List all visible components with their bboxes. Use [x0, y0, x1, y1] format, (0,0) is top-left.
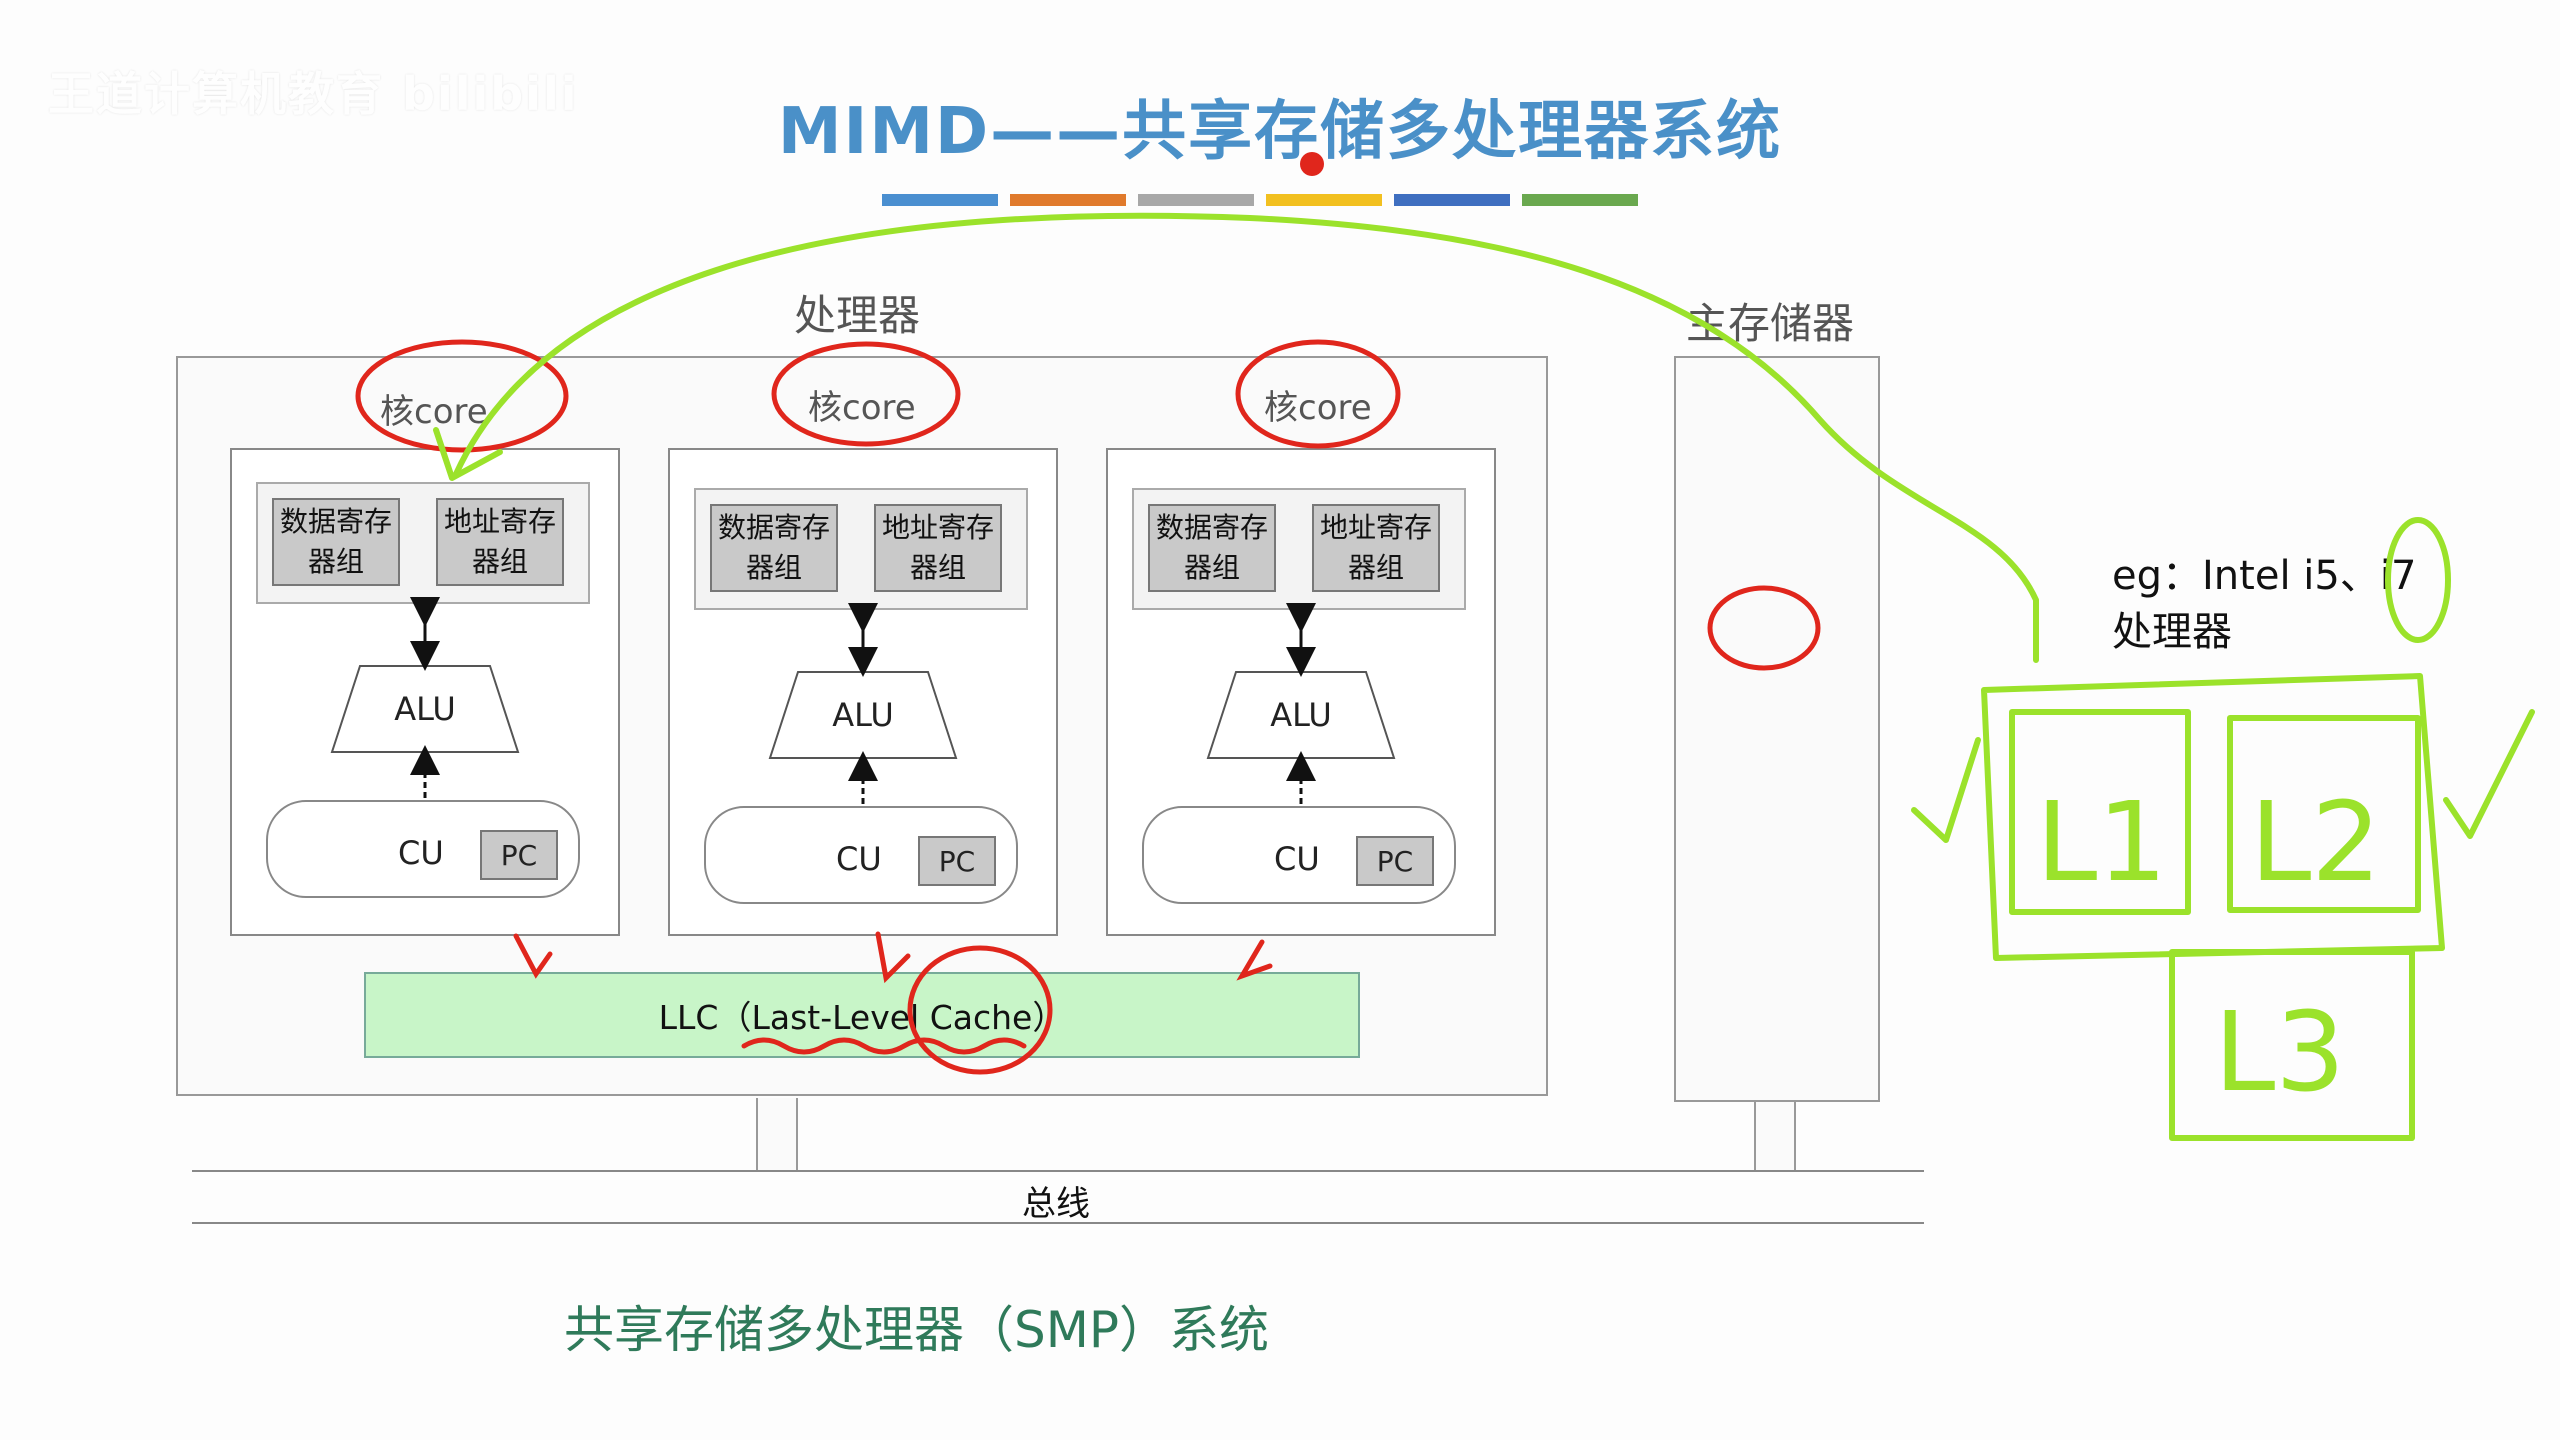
data-register-group: 数据寄存器组 — [1148, 504, 1276, 592]
program-counter: PC — [1356, 836, 1434, 886]
color-bar — [1394, 194, 1510, 206]
slide-title: MIMD——共享存储多处理器系统 — [777, 95, 1783, 169]
l2-label: L2 — [2250, 778, 2381, 906]
color-bar — [1266, 194, 1382, 206]
program-counter: PC — [918, 836, 996, 886]
alu-label: ALU — [394, 690, 456, 728]
memory-label: 主存储器 — [1686, 299, 1855, 348]
cpu-outline-annotation — [1981, 673, 2445, 961]
color-bar — [882, 194, 998, 206]
color-bar-row — [882, 194, 1638, 206]
processor-label: 处理器 — [794, 291, 921, 340]
check-mark-annotation — [2443, 709, 2535, 839]
address-register-group: 地址寄存器组 — [874, 504, 1002, 592]
color-bar — [1522, 194, 1638, 206]
alu: ALU — [330, 664, 520, 754]
core-label: 核core — [1264, 388, 1372, 428]
cu-label: CU — [398, 834, 444, 872]
alu: ALU — [1206, 670, 1396, 760]
example-note-line1: eg：Intel i5、i7 — [2112, 553, 2417, 599]
memory-bus-connector — [1754, 1102, 1796, 1170]
l1-cache-box — [2009, 709, 2191, 915]
alu-trapezoid-icon — [1206, 671, 1396, 759]
address-register-group: 地址寄存器组 — [1312, 504, 1440, 592]
address-register-group: 地址寄存器组 — [436, 498, 564, 586]
color-bar — [1138, 194, 1254, 206]
program-counter: PC — [480, 830, 558, 880]
l3-label: L3 — [2214, 988, 2345, 1116]
check-mark-annotation — [1911, 737, 1981, 843]
watermark: 王道计算机教育 bilibili — [48, 67, 579, 121]
core-label: 核core — [380, 392, 488, 432]
l1-label: L1 — [2036, 778, 2167, 906]
bus-line-top — [192, 1170, 1924, 1172]
alu: ALU — [768, 670, 958, 760]
l2-cache-box — [2227, 715, 2421, 913]
alu-label: ALU — [832, 696, 894, 734]
data-register-group: 数据寄存器组 — [710, 504, 838, 592]
example-note-line2: 处理器 — [2112, 609, 2232, 655]
alu-label: ALU — [1270, 696, 1332, 734]
bus-line-bottom — [192, 1222, 1924, 1224]
last-level-cache: LLC（Last-Level Cache） — [364, 972, 1360, 1058]
alu-trapezoid-icon — [330, 665, 520, 753]
data-register-group: 数据寄存器组 — [272, 498, 400, 586]
processor-bus-connector — [756, 1098, 798, 1170]
main-memory-box — [1674, 356, 1880, 1102]
bus-label: 总线 — [1022, 1184, 1090, 1224]
example-note: eg：Intel i5、i7 处理器 — [2112, 548, 2416, 660]
color-bar — [1010, 194, 1126, 206]
cu-label: CU — [836, 840, 882, 878]
alu-trapezoid-icon — [768, 671, 958, 759]
core-label: 核core — [808, 388, 916, 428]
cu-label: CU — [1274, 840, 1320, 878]
l3-cache-box — [2169, 949, 2415, 1141]
diagram-caption: 共享存储多处理器（SMP）系统 — [564, 1301, 1270, 1359]
